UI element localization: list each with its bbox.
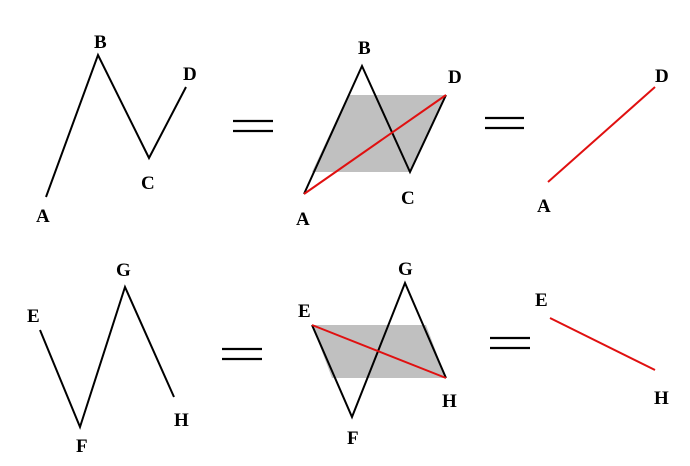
row2-equals-sign-2 (490, 336, 530, 350)
row2-construction-label-h: H (442, 391, 457, 412)
row1-construction-label-c: C (401, 188, 415, 209)
row1-result-label-end: D (655, 66, 669, 87)
row2-original-label-f: F (76, 436, 88, 457)
row2-result-label-start: E (535, 290, 548, 311)
row2-equals-sign-1 (222, 347, 262, 361)
row2-original-figure: E F G H (27, 260, 189, 457)
row1-construction-label-b: B (358, 38, 371, 59)
row1-original-zigzag (45, 52, 187, 198)
row1-original-label-a: A (36, 206, 50, 227)
row1-result-figure: A D (537, 66, 669, 217)
row1-construction-resultant (303, 94, 447, 195)
row2-result-figure: E H (535, 290, 669, 409)
row1-original-label-c: C (141, 173, 155, 194)
row1-original-label-b: B (94, 32, 107, 53)
row1-result-resultant (547, 86, 656, 183)
row1-construction-shaded-parallelogram (312, 95, 446, 172)
row2-construction-figure: E F G H (298, 259, 457, 449)
row1-equals-sign-2 (485, 116, 524, 130)
row2-original-zigzag (39, 284, 175, 430)
row1-result-label-start: A (537, 196, 551, 217)
row2-result-resultant (549, 317, 656, 371)
row2-original-label-e: E (27, 306, 40, 327)
row2-original-label-h: H (174, 410, 189, 431)
row1-construction-figure: A B C D (296, 38, 462, 230)
row1-original-figure: A B C D (36, 32, 197, 227)
row2-original-label-g: G (116, 260, 131, 281)
row2-construction-resultant (311, 324, 447, 379)
row2-construction-label-f: F (347, 428, 359, 449)
row2-construction-zigzag (311, 280, 447, 420)
row1-original-label-d: D (183, 64, 197, 85)
row2-construction-label-e: E (298, 301, 311, 322)
row1-construction-label-d: D (448, 67, 462, 88)
row1-construction-zigzag (303, 63, 447, 195)
row1-equals-sign-1 (233, 119, 273, 133)
row1-construction-label-a: A (296, 209, 310, 230)
row2-result-label-end: H (654, 388, 669, 409)
row2-construction-label-g: G (398, 259, 413, 280)
